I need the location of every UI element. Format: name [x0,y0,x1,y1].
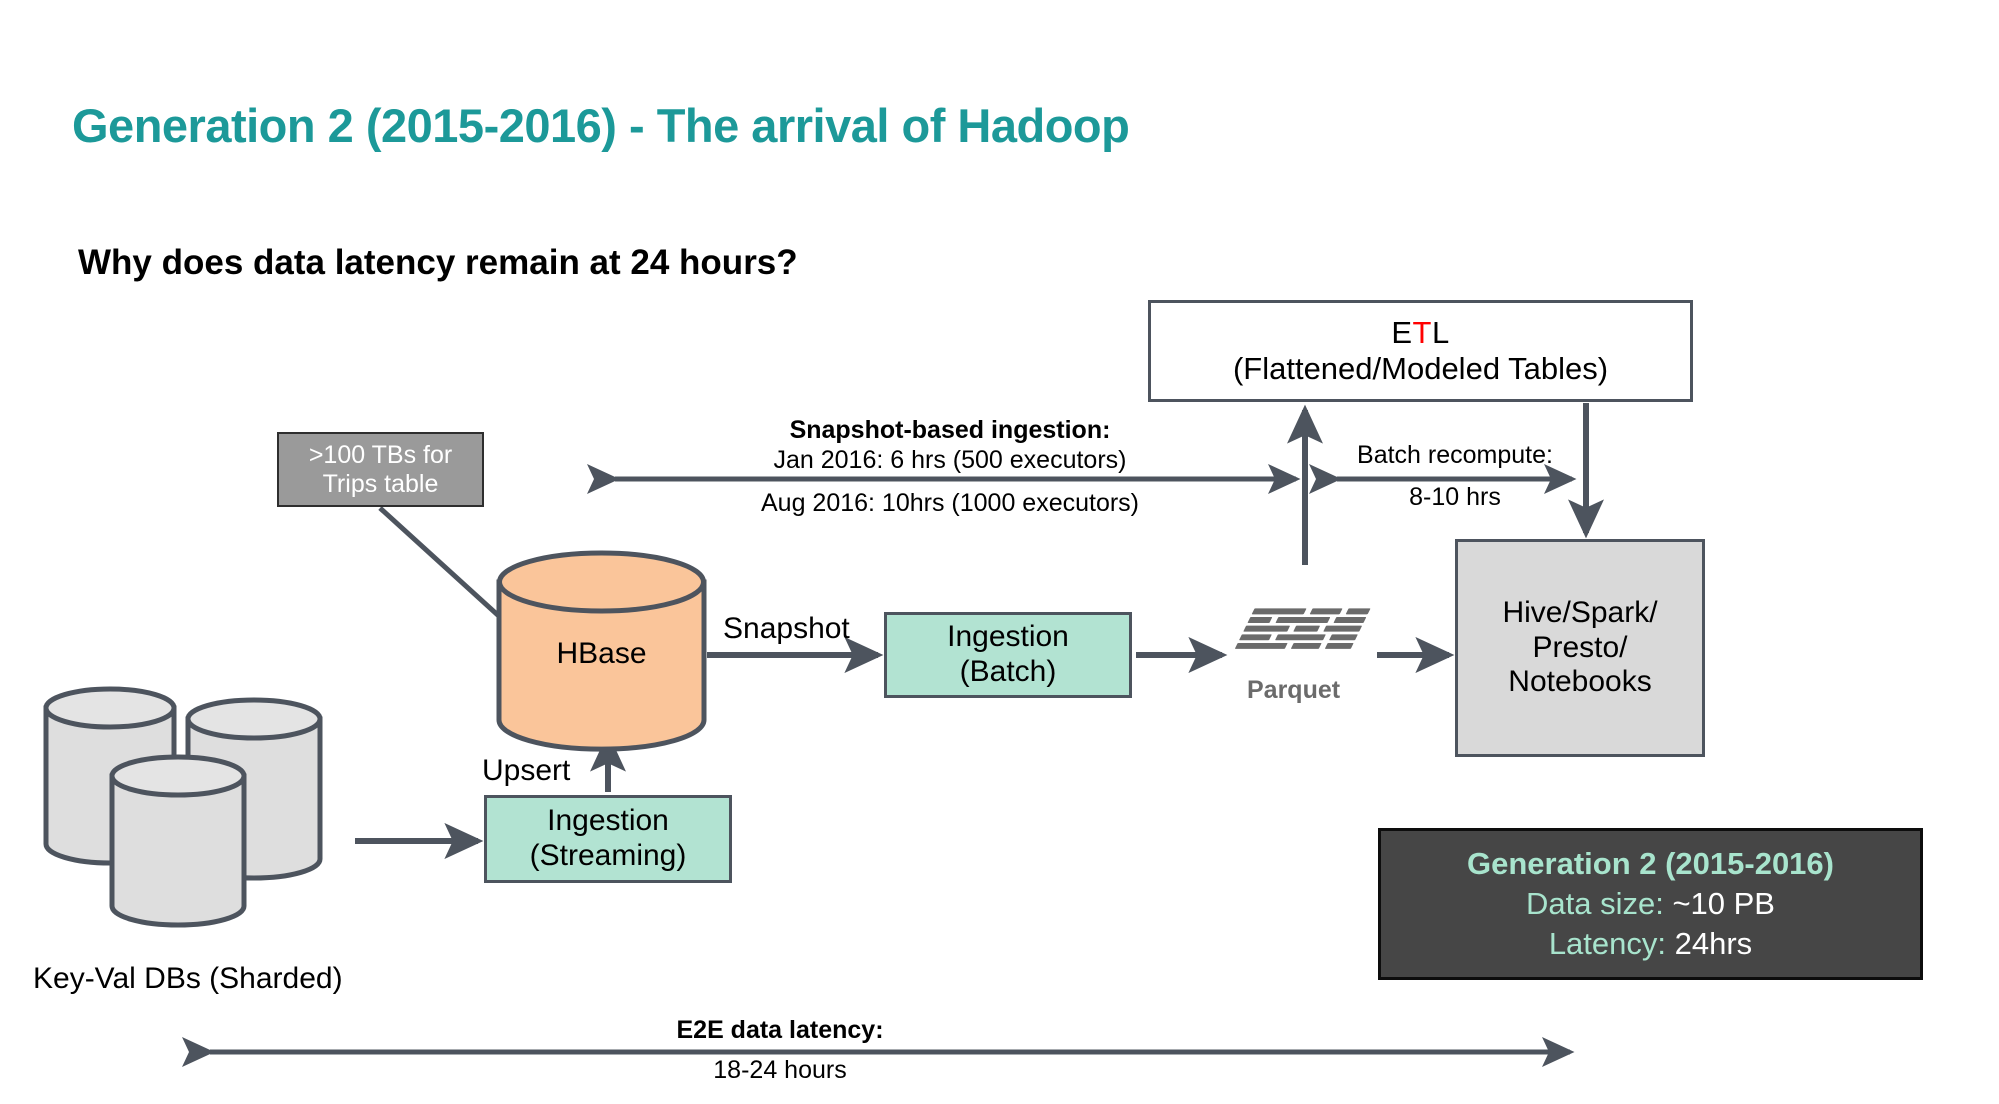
edge-label-snapshot: Snapshot [723,612,850,645]
keyval-dbs-label: Key-Val DBs (Sharded) [33,962,343,995]
query-line2: Presto/ [1532,630,1628,664]
snapshot-ann-title: Snapshot-based ingestion: [789,416,1111,444]
trips-note-line1: >100 TBs for [308,440,453,469]
ingestion-streaming-line1: Ingestion [547,804,669,838]
query-line1: Hive/Spark/ [1502,595,1658,629]
page-title: Generation 2 (2015-2016) - The arrival o… [72,99,1130,152]
node-ingestion-streaming[interactable]: Ingestion (Streaming) [484,795,732,883]
ingestion-batch-line2: (Batch) [959,655,1057,688]
edge-label-upsert: Upsert [482,754,571,787]
node-ingestion-batch[interactable]: Ingestion (Batch) [884,612,1132,698]
summary-data-size: Data size: ~10 PB [1526,884,1775,924]
node-keyval-dbs[interactable] [40,684,360,944]
ingestion-batch-line1: Ingestion [947,620,1069,654]
annotation-e2e-latency: E2E data latency: 18-24 hours [590,1015,970,1085]
summary-data-size-label: Data size: [1525,885,1673,921]
summary-title: Generation 2 (2015-2016) [1466,845,1834,881]
ingestion-streaming-line2: (Streaming) [529,839,687,872]
page-subtitle: Why does data latency remain at 24 hours… [78,243,798,282]
parquet-icon [1235,608,1371,649]
etl-title: ETL [1391,315,1449,351]
summary-latency-label: Latency: [1548,926,1675,962]
snapshot-ann-line2: Aug 2016: 10hrs (1000 executors) [760,489,1139,517]
summary-latency-value: 24hrs [1674,926,1753,962]
batch-ann-value: 8-10 hrs [1409,483,1501,511]
e2e-ann-title: E2E data latency: [676,1016,884,1044]
hbase-label: HBase [556,637,646,670]
annotation-batch-recompute: Batch recompute: 8-10 hrs [1330,440,1580,512]
connector-trips-note [378,506,514,630]
summary-data-size-value: ~10 PB [1672,885,1775,921]
snapshot-ann-line1: Jan 2016: 6 hrs (500 executors) [773,445,1127,474]
summary-panel[interactable]: Generation 2 (2015-2016) Data size: ~10 … [1378,828,1923,980]
node-etl[interactable]: ETL (Flattened/Modeled Tables) [1148,300,1693,402]
node-hbase[interactable]: HBase [494,550,709,752]
e2e-ann-value: 18-24 hours [713,1056,847,1084]
summary-latency: Latency: 24hrs [1549,924,1752,964]
etl-letter-l: L [1431,315,1450,351]
etl-subtitle: (Flattened/Modeled Tables) [1232,351,1609,386]
hbase-top [497,550,706,614]
node-query-engines[interactable]: Hive/Spark/ Presto/ Notebooks [1455,539,1705,757]
trips-note-line2: Trips table [322,469,439,498]
etl-letter-t: T [1412,315,1432,351]
keyval-cylinder-3 [109,754,247,928]
etl-letter-e: E [1391,315,1413,351]
batch-ann-title: Batch recompute: [1357,441,1553,469]
annotation-snapshot-ingestion: Snapshot-based ingestion: Jan 2016: 6 hr… [630,416,1270,519]
query-line3: Notebooks [1508,665,1652,699]
node-trips-note[interactable]: >100 TBs for Trips table [277,432,484,507]
parquet-label: Parquet [1247,676,1341,704]
